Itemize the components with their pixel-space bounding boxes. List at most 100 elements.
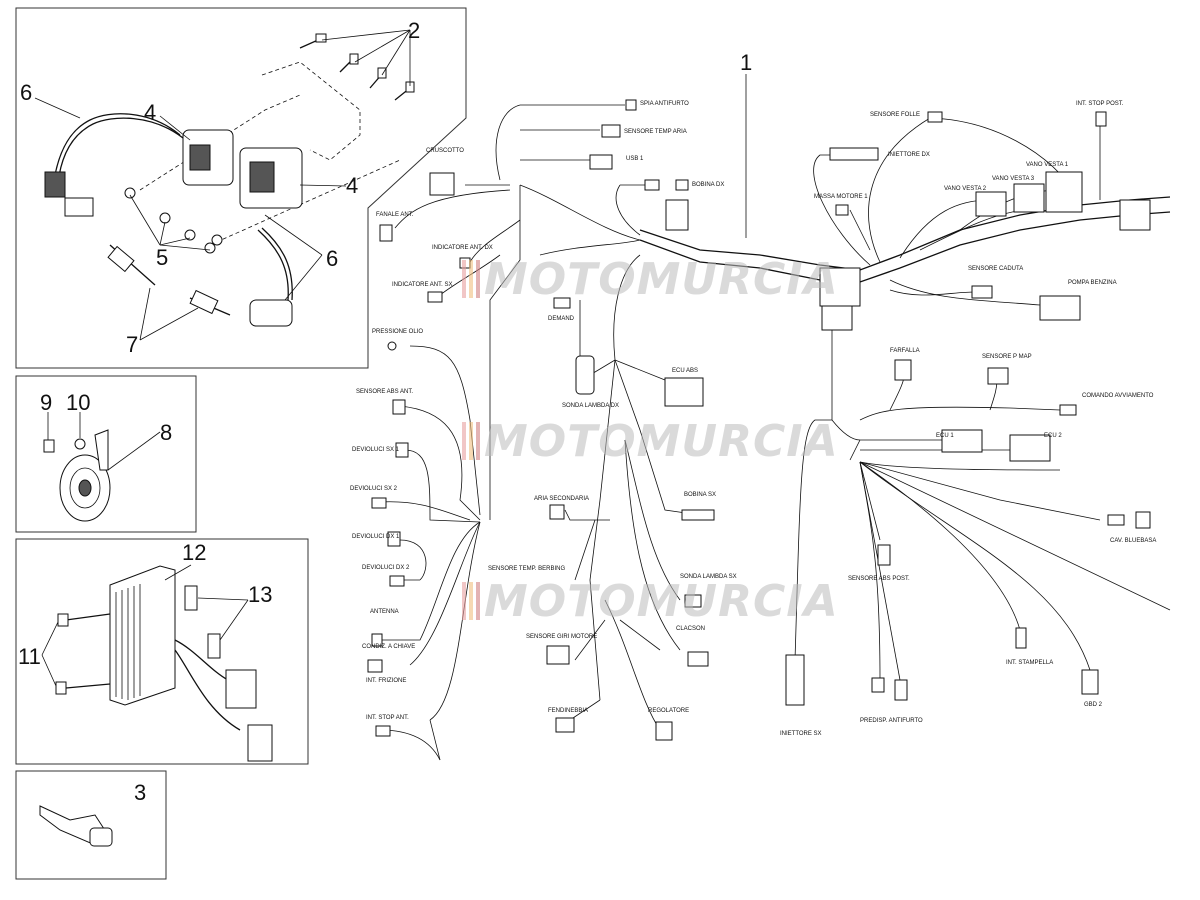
label-indicatore-ant-sx: INDICATORE ANT. SX: [392, 282, 452, 288]
label-sensore-folle: SENSORE FOLLE: [870, 112, 920, 118]
label-deviaguidatore-sx2: DEVIOLUCI SX 2: [350, 486, 398, 492]
label-int-stampella: INT. STAMPELLA: [1006, 660, 1053, 666]
label-pressione-olio: PRESSIONE OLIO: [372, 329, 423, 335]
watermark-logo: MOTOMURCIA: [484, 576, 839, 627]
regulator-group: [41, 564, 273, 762]
regulator-connector-2: [247, 724, 273, 762]
label-clacson: CLACSON: [676, 626, 705, 632]
label-ecu2: ECU 2: [1044, 433, 1062, 439]
connector-box: [665, 199, 689, 231]
label-spia-antifurto: SPIA ANTIFURTO: [640, 101, 689, 107]
label-antenna: ANTENNA: [370, 609, 399, 615]
label-sonda-lambda-dx: SONDA LAMBDA DX: [562, 403, 619, 409]
watermark-group: MOTOMURCIA MOTOMURCIA MOTOMURCIA: [462, 254, 839, 627]
label-demand: DEMAND: [548, 316, 575, 322]
ht-cable-right: [257, 229, 289, 301]
dashboard-connector: [429, 172, 455, 196]
main-harness: [379, 104, 1171, 761]
label-predisp-antifurto: PREDISP. ANTIFURTO: [860, 718, 923, 724]
callout-1: 1: [740, 50, 752, 75]
label-sensore-temp-aria: SENSORE TEMP ARIA: [624, 129, 687, 135]
label-iniettore-dx: INIETTORE DX: [888, 152, 930, 158]
label-sensore-giri: SENSORE GIRI MOTORE: [526, 634, 597, 640]
label-iniettore-sx: INIETTORE SX: [780, 731, 822, 737]
label-int-frizione: INT. FRIZIONE: [366, 678, 406, 684]
label-ecu-abs: ECU ABS: [672, 368, 698, 374]
screw-icon: [339, 53, 359, 73]
sensor-group: [39, 805, 113, 847]
label-bobina-sx: BOBINA SX: [684, 492, 716, 498]
label-cav-bluebasa: CAV. BLUEBASA: [1110, 538, 1156, 544]
watermark-logo: MOTOMURCIA: [484, 416, 839, 467]
label-ecu1: ECU 1: [936, 433, 954, 439]
label-regolatore: REGOLATORE: [648, 708, 689, 714]
label-aria-secondaria: ARIA SECONDARIA: [534, 496, 589, 502]
part-labels: SPIA ANTIFURTO SENSORE TEMP ARIA USB 1 C…: [350, 101, 1156, 737]
label-deviaguidatore-sx1: DEVIOLUCI SX 1: [352, 447, 400, 453]
label-cruscotto: CRUSCOTTO: [426, 148, 464, 154]
label-massa-motore: MASSA MOTORE 1: [814, 194, 868, 200]
label-usb: USB 1: [626, 156, 644, 162]
fuel-pump-connector: [1039, 295, 1081, 321]
label-bobina-dx: BOBINA DX: [692, 182, 724, 188]
label-fenditura: FENDINEBBIA: [548, 708, 588, 714]
label-deviaguidatore-dx2: DEVIOLUCI DX 2: [362, 565, 410, 571]
inset-frame-regulator: [15, 538, 309, 765]
callout-4: 4: [144, 100, 156, 125]
callout-8: 8: [160, 420, 172, 445]
label-deviaguidatore-dx1: DEVIOLUCI DX 1: [352, 534, 400, 540]
callout-9: 9: [40, 390, 52, 415]
label-comando-avviamento: COMANDO AVVIAMENTO: [1082, 393, 1154, 399]
inset-frame-sensor: [15, 770, 167, 880]
label-vano3: VANO VESTA 3: [992, 176, 1035, 182]
label-sonda-lambda-sx: SONDA LAMBDA SX: [680, 574, 737, 580]
ecu-1-box: [941, 429, 983, 453]
label-indicatore-ant-dx: INDICATORE ANT. DX: [432, 245, 493, 251]
callout-13: 13: [248, 582, 272, 607]
label-sensore-caduta: SENSORE CADUTA: [968, 266, 1023, 272]
callout-10: 10: [66, 390, 90, 415]
callout-4: 4: [346, 173, 358, 198]
screw-icon: [369, 67, 387, 89]
label-cond-a-chiave: CONDIZ. A CHIAVE: [362, 644, 415, 650]
callout-12: 12: [182, 540, 206, 565]
inset-frame-ignition: [15, 7, 467, 369]
label-sensore-abs-post: SENSORE ABS POST.: [848, 576, 910, 582]
label-int-stop-ant: INT. STOP ANT.: [366, 715, 409, 721]
callout-3: 3: [134, 780, 146, 805]
fuse-box-1: [1045, 171, 1083, 213]
callout-11: 11: [18, 644, 41, 669]
callout-6: 6: [326, 246, 338, 271]
watermark-logo: MOTOMURCIA: [484, 254, 839, 305]
label-sensore-abs-ant: SENSORE ABS ANT.: [356, 389, 413, 395]
regulator-connector-1: [225, 669, 257, 709]
ignition-coil-group: [34, 29, 415, 341]
fuse-box-3: [1013, 183, 1045, 213]
callout-2: 2: [408, 18, 420, 43]
callout-5: 5: [156, 245, 168, 270]
callout-6: 6: [20, 80, 32, 105]
label-vano2: VANO VESTA 2: [944, 186, 987, 192]
horn-group: [43, 412, 161, 522]
spark-plug-icon: [189, 289, 231, 316]
label-vano1: VANO VESTA 1: [1026, 162, 1069, 168]
inset-frame-horn: [15, 375, 197, 533]
screw-icon: [299, 33, 327, 49]
injector-sx: [785, 654, 805, 706]
lambda-probe-dx: [575, 355, 595, 395]
spark-plug-icon: [107, 244, 156, 286]
label-sensore-temp-acqua: SENSORE TEMP. BERBING: [488, 566, 565, 572]
label-int-stop-post: INT. STOP POST.: [1076, 101, 1124, 107]
injector-dx: [829, 147, 879, 161]
ecu-abs-box: [664, 377, 704, 407]
voltage-regulator: [109, 565, 176, 706]
screw-icon: [394, 81, 415, 101]
label-sensore-p-map: SENSORE P MAP: [982, 354, 1032, 360]
ecu-2-box: [1009, 434, 1051, 462]
label-pompa-benzina: POMPA BENZINA: [1068, 280, 1117, 286]
fuse-box-2: [975, 191, 1007, 217]
callout-7: 7: [126, 332, 138, 357]
connectors: [367, 99, 1151, 741]
harness-junction-box: [819, 267, 861, 307]
